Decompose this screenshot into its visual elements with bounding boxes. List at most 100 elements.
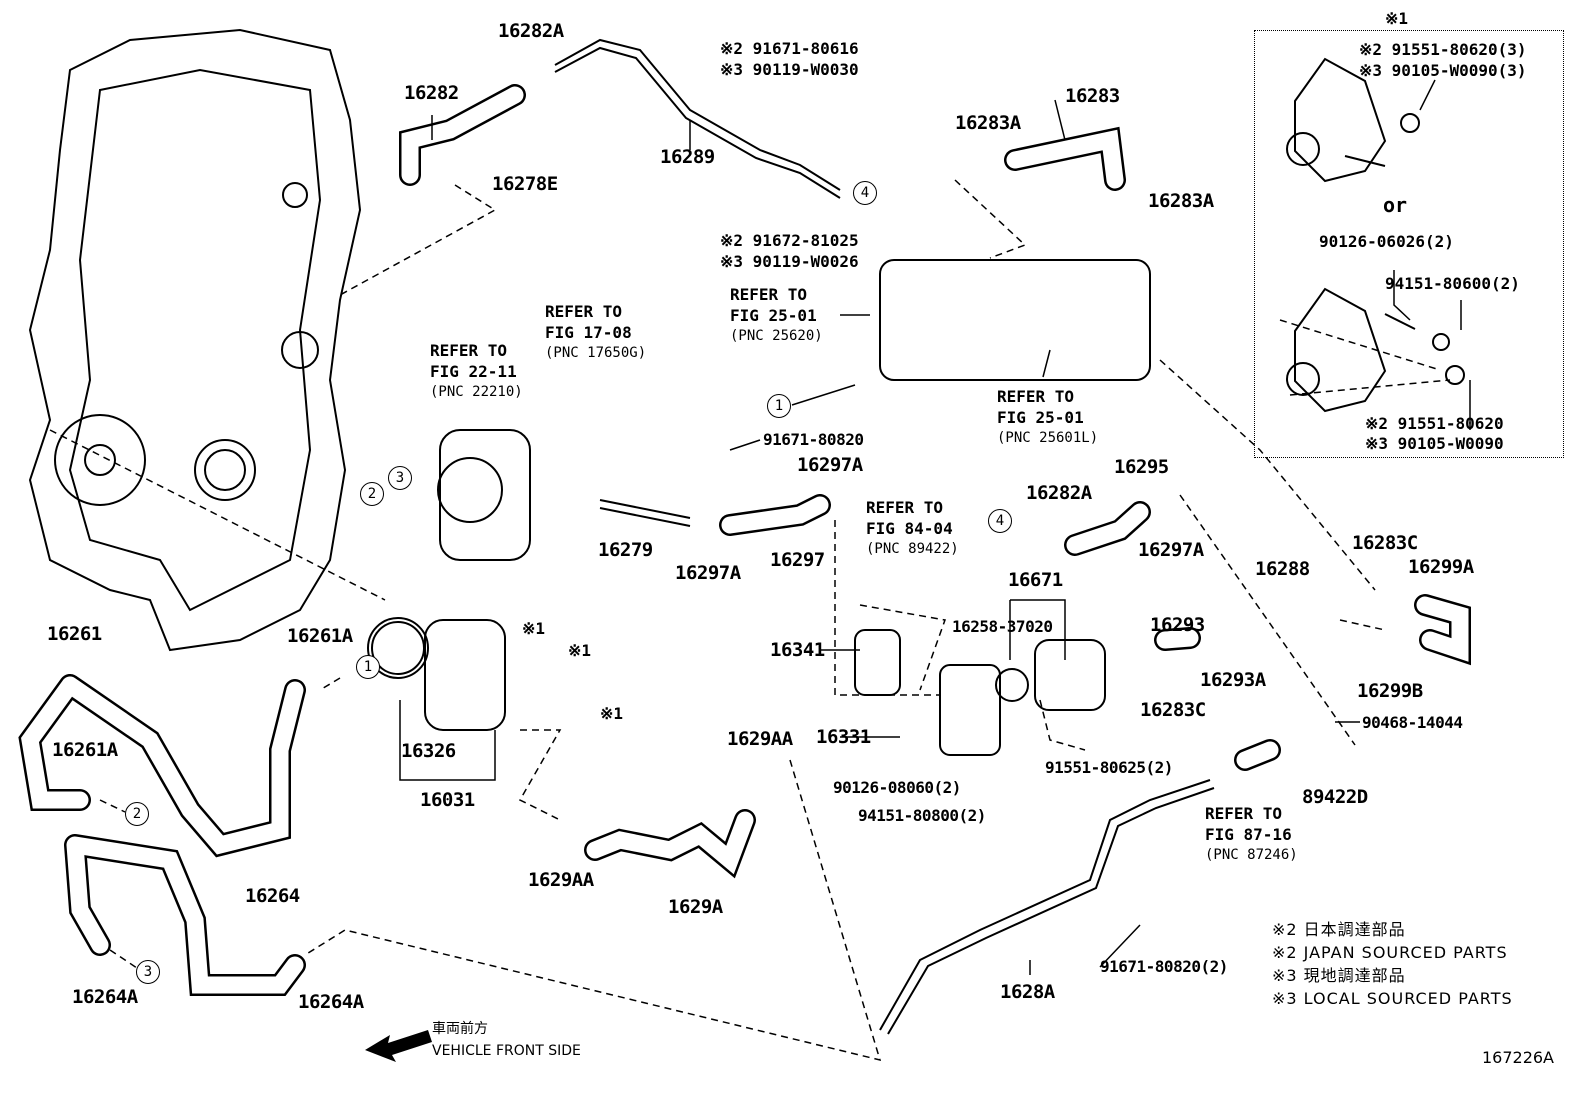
part-label[interactable]: 16283	[1065, 85, 1120, 107]
ref-line: REFER TO	[866, 498, 944, 517]
legend-line: ※3 現地調達部品	[1272, 966, 1406, 985]
legend-line: ※2 日本調達部品	[1272, 920, 1406, 939]
sourced-note[interactable]: ※2 91671-80616 ※3 90119-W0030	[720, 38, 859, 80]
part-label[interactable]: 16261	[47, 623, 102, 645]
part-label[interactable]: 16283A	[955, 112, 1021, 134]
option-top-bolt-a[interactable]: ※2 91551-80620(3)	[1359, 40, 1527, 59]
part-label[interactable]: 1629AA	[727, 728, 793, 750]
part-label[interactable]: 90126-08060(2)	[833, 778, 961, 797]
part-label[interactable]: 91551-80625(2)	[1045, 758, 1173, 777]
part-label[interactable]: 16282A	[1026, 482, 1092, 504]
part-label[interactable]: 16278E	[492, 173, 558, 195]
part-label[interactable]: 16279	[598, 539, 653, 561]
leader-solid-lines	[399, 79, 1471, 975]
note-line: ※2 91672-81025	[720, 231, 859, 250]
part-label[interactable]: 16341	[770, 639, 825, 661]
part-label[interactable]: 16295	[1114, 456, 1169, 478]
part-label[interactable]: 16258-37020	[952, 617, 1053, 636]
part-label[interactable]: 16331	[816, 726, 871, 748]
part-label[interactable]: 16282	[404, 82, 459, 104]
part-label[interactable]: 16293A	[1200, 669, 1266, 691]
pipes	[367, 38, 1215, 1035]
option-marker: ※1	[522, 619, 546, 638]
ref-line: REFER TO	[430, 341, 508, 360]
part-label[interactable]: 16261A	[52, 739, 118, 761]
ref-line: REFER TO	[545, 302, 623, 321]
option-bottom-bolt-a[interactable]: ※2 91551-80620	[1365, 414, 1504, 433]
ref-pnc: (PNC 25620)	[730, 328, 823, 344]
sourcing-legend: ※2 日本調達部品 ※2 JAPAN SOURCED PARTS ※3 現地調達…	[1272, 918, 1513, 1010]
part-label[interactable]: 16289	[660, 146, 715, 168]
ref-pnc: (PNC 25601L)	[997, 430, 1099, 446]
leader-dashed-lines	[49, 179, 1451, 1062]
part-label[interactable]: 16031	[420, 789, 475, 811]
connection-ref-circle: 1	[356, 655, 380, 679]
option-marker: ※1	[600, 704, 624, 723]
reference-fig-22-11[interactable]: REFER TO FIG 22-11 (PNC 22210)	[430, 340, 523, 403]
legend-line: ※3 LOCAL SOURCED PARTS	[1272, 989, 1513, 1008]
part-label[interactable]: 89422D	[1302, 786, 1368, 808]
ref-pnc: (PNC 22210)	[430, 384, 523, 400]
legend-line: ※2 JAPAN SOURCED PARTS	[1272, 943, 1508, 962]
vehicle-front-jp: 車両前方	[432, 1021, 488, 1037]
part-label[interactable]: 1629AA	[528, 869, 594, 891]
connection-ref-circle: 4	[853, 181, 877, 205]
part-label[interactable]: 16283A	[1148, 190, 1214, 212]
part-label[interactable]: 16283C	[1352, 532, 1418, 554]
option-bottom-bolt-b[interactable]: ※3 90105-W0090	[1365, 434, 1504, 453]
part-label[interactable]: 16264	[245, 885, 300, 907]
part-label[interactable]: 16282A	[498, 20, 564, 42]
part-label[interactable]: 16297A	[797, 454, 863, 476]
connection-ref-circle: 4	[988, 509, 1012, 533]
part-label[interactable]: 16671	[1008, 569, 1063, 591]
ref-line: FIG 22-11	[430, 362, 517, 381]
option-marker: ※1	[568, 641, 592, 660]
part-label[interactable]: 16288	[1255, 558, 1310, 580]
option-box-title: ※1	[1385, 9, 1409, 28]
part-label[interactable]: 16326	[401, 740, 456, 762]
note-line: ※2 91671-80616	[720, 39, 859, 58]
ref-line: FIG 84-04	[866, 519, 953, 538]
part-label[interactable]: 16299B	[1357, 680, 1423, 702]
timing-cover-drawing	[28, 28, 362, 652]
connection-ref-circle: 2	[125, 802, 149, 826]
ref-pnc: (PNC 87246)	[1205, 847, 1298, 863]
reference-fig-84-04[interactable]: REFER TO FIG 84-04 (PNC 89422)	[866, 497, 959, 560]
option-nut[interactable]: 94151-80600(2)	[1385, 274, 1520, 293]
part-label[interactable]: 16261A	[287, 625, 353, 647]
connection-ref-circle: 3	[136, 960, 160, 984]
connection-ref-circle: 2	[360, 482, 384, 506]
part-label[interactable]: 16297A	[1138, 539, 1204, 561]
ref-line: FIG 17-08	[545, 323, 632, 342]
vehicle-front-en: VEHICLE FRONT SIDE	[432, 1043, 581, 1059]
option-top-bolt-b[interactable]: ※3 90105-W0090(3)	[1359, 61, 1527, 80]
part-label[interactable]: 16297	[770, 549, 825, 571]
part-label[interactable]: 90468-14044	[1362, 713, 1463, 732]
part-label[interactable]: 16293	[1150, 614, 1205, 636]
part-label[interactable]: 91671-80820(2)	[1100, 957, 1228, 976]
ref-line: FIG 25-01	[730, 306, 817, 325]
reference-fig-25-01[interactable]: REFER TO FIG 25-01 (PNC 25620)	[730, 284, 823, 347]
part-label[interactable]: 16299A	[1408, 556, 1474, 578]
vehicle-front-arrow	[365, 1030, 432, 1062]
ref-pnc: (PNC 89422)	[866, 541, 959, 557]
option-box-artwork	[1286, 57, 1465, 413]
part-label[interactable]: 91671-80820	[763, 430, 864, 449]
part-label[interactable]: 1629A	[668, 896, 723, 918]
part-label[interactable]: 16297A	[675, 562, 741, 584]
part-label[interactable]: 16264A	[298, 991, 364, 1013]
option-stud[interactable]: 90126-06026(2)	[1319, 232, 1454, 251]
part-label[interactable]: 16264A	[72, 986, 138, 1008]
part-label[interactable]: 94151-80800(2)	[858, 806, 986, 825]
sourced-note[interactable]: ※2 91672-81025※3 90119-W0026	[720, 230, 859, 272]
part-label[interactable]: 16283C	[1140, 699, 1206, 721]
part-label[interactable]: 1628A	[1000, 981, 1055, 1003]
ref-line: FIG 25-01	[997, 408, 1084, 427]
ref-line: REFER TO	[730, 285, 808, 304]
note-line: ※3 90119-W0030	[720, 60, 859, 79]
ref-line: REFER TO	[1205, 804, 1283, 823]
